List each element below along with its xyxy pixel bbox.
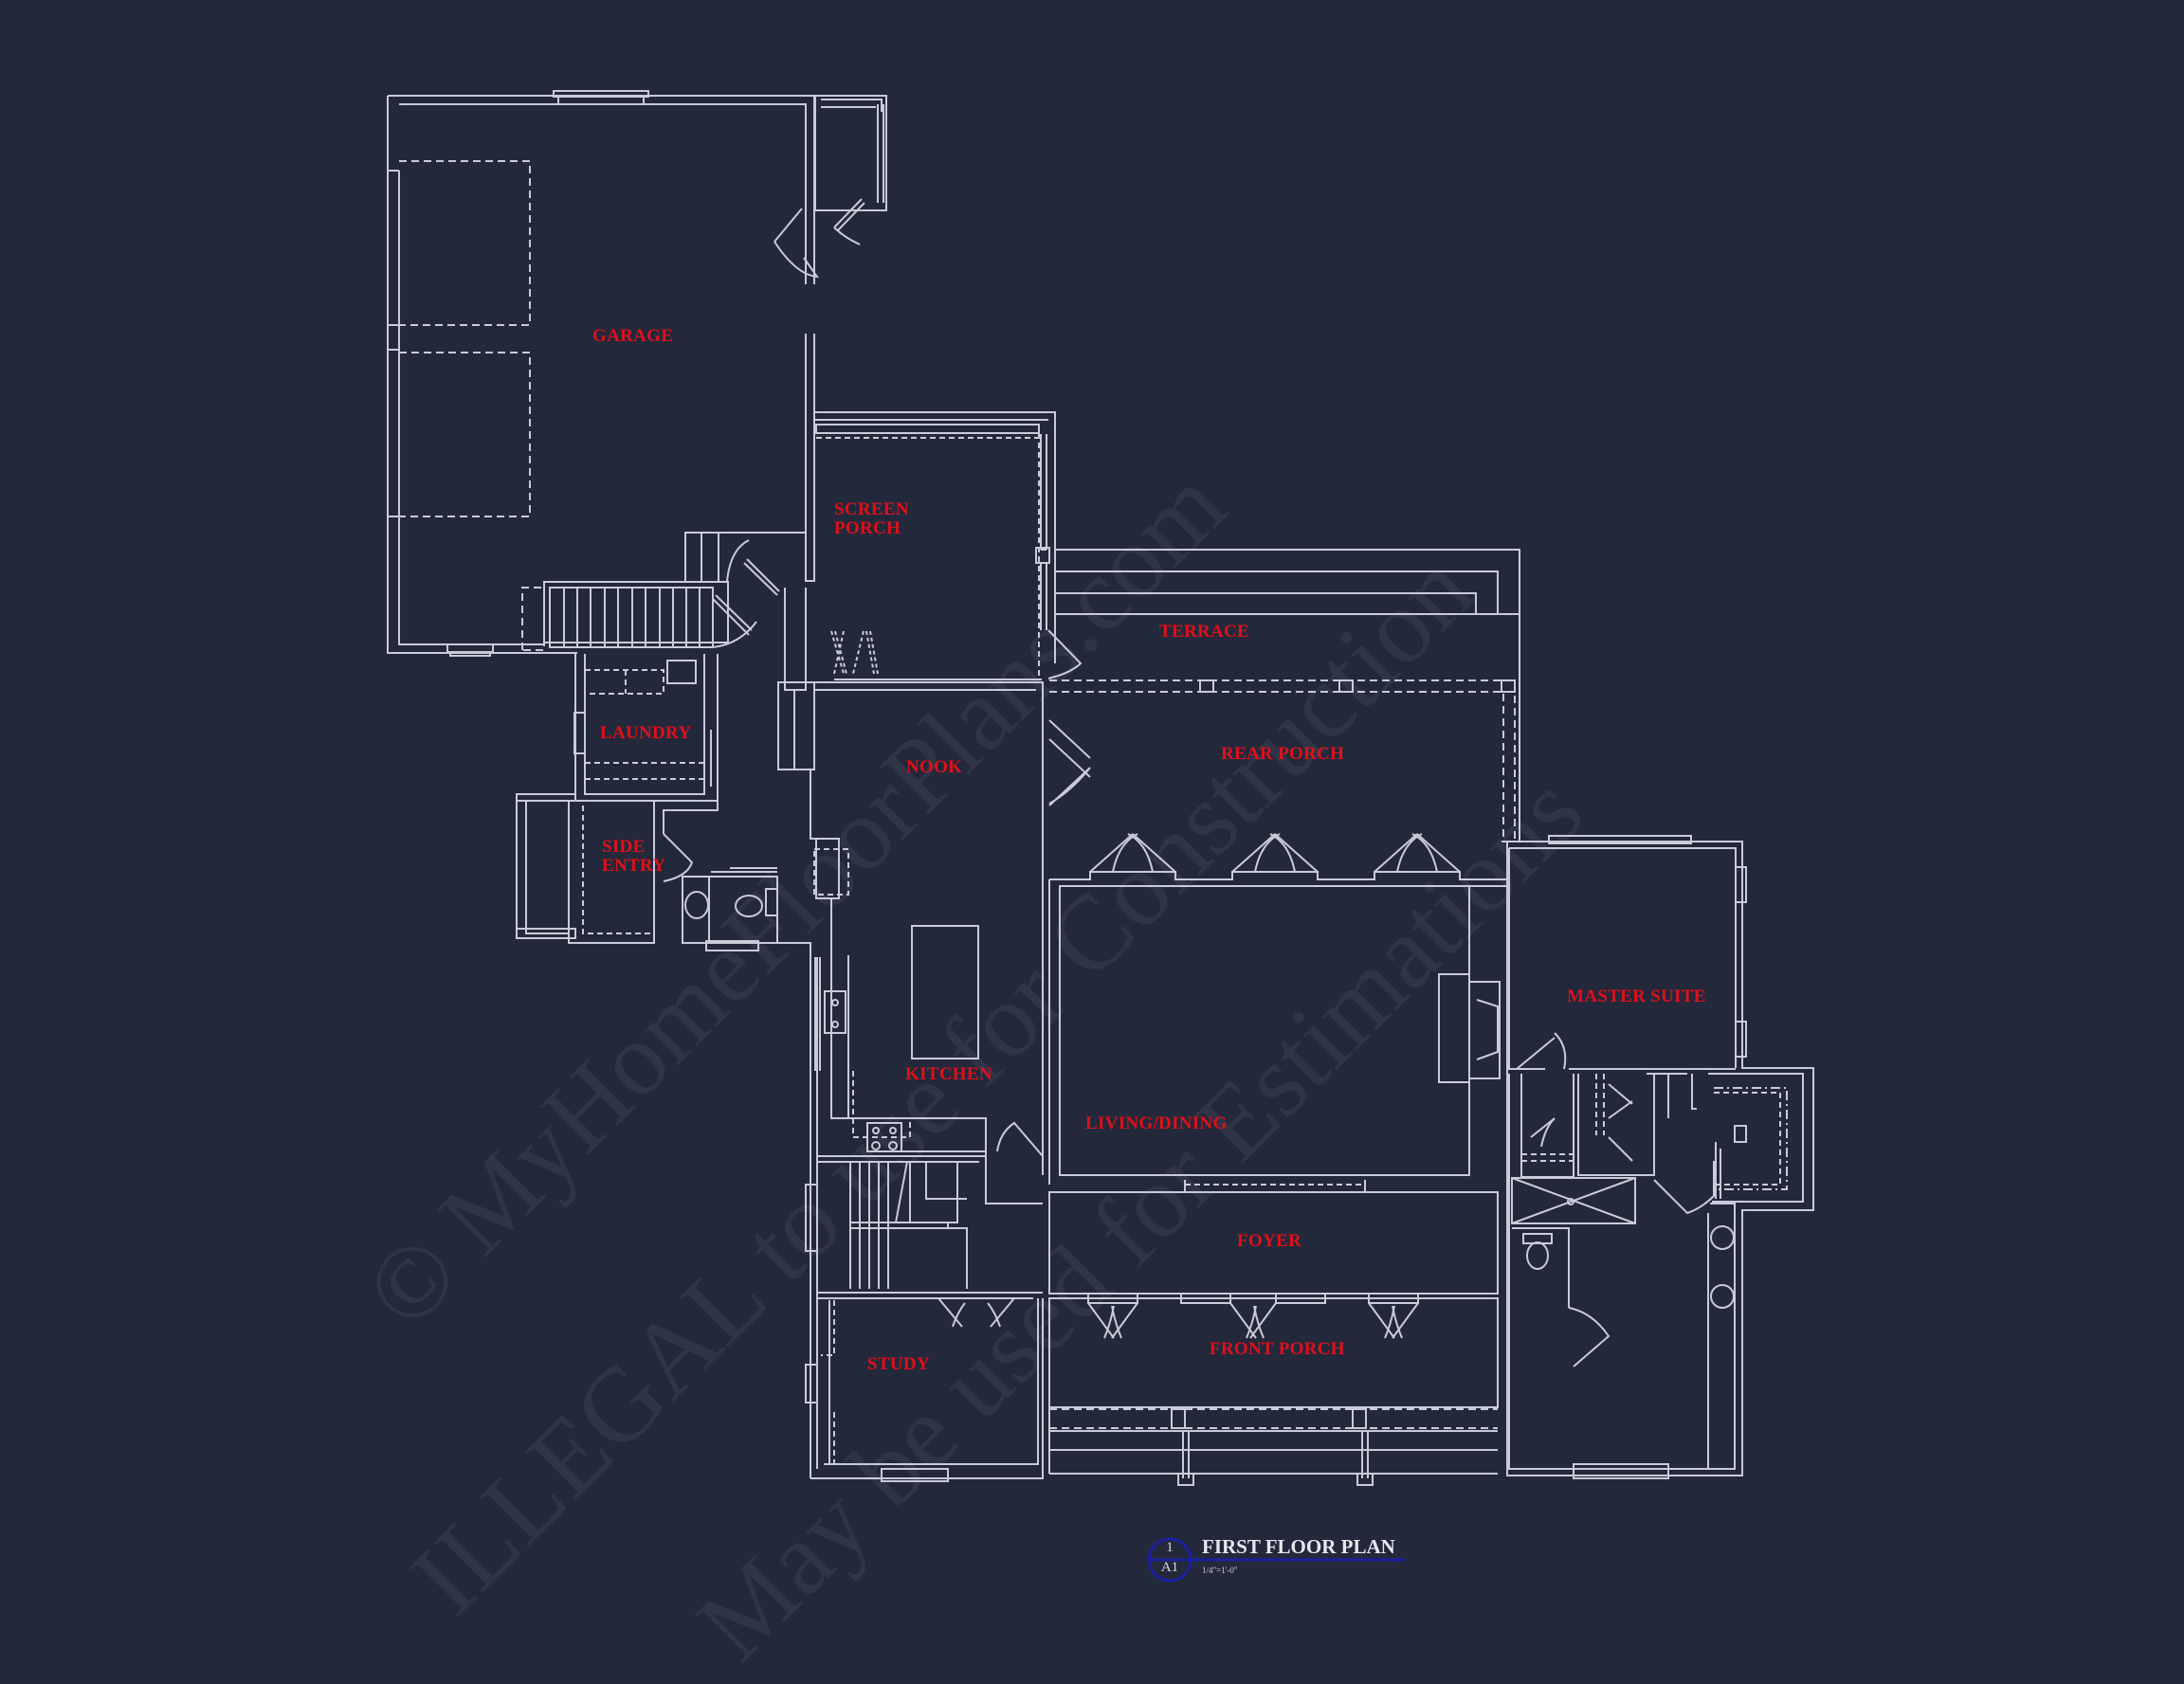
foyer-front-porch	[1048, 1180, 1499, 1486]
room-label-terrace: TERRACE	[1159, 622, 1250, 642]
room-label-nook: NOOK	[906, 757, 963, 777]
floor-plan-drawing	[387, 90, 1814, 1583]
garage-walls	[387, 90, 887, 691]
laundry-side-entry	[516, 654, 811, 957]
rear-porch	[1049, 679, 1516, 842]
room-label-kitchen: KITCHEN	[905, 1064, 992, 1084]
screen-porch-walls	[814, 411, 1083, 683]
room-label-foyer: FOYER	[1237, 1231, 1301, 1251]
drawing-title: FIRST FLOOR PLAN	[1202, 1535, 1395, 1558]
room-label-garage: GARAGE	[592, 326, 674, 346]
room-label-screen-porch: SCREEN PORCH	[834, 499, 909, 538]
stair-study	[805, 957, 1044, 1482]
room-label-front-porch: FRONT PORCH	[1210, 1339, 1345, 1359]
terrace-steps	[1055, 549, 1520, 842]
room-label-side-entry: SIDE ENTRY	[602, 837, 666, 876]
detail-number: 1	[1166, 1540, 1174, 1555]
drawing-scale: 1/4"=1'-0"	[1202, 1566, 1238, 1575]
room-label-rear-porch: REAR PORCH	[1221, 744, 1345, 764]
room-label-living-dining: LIVING/DINING	[1085, 1114, 1228, 1133]
sheet-number: A1	[1160, 1560, 1179, 1575]
master-suite-walls	[1502, 835, 1814, 1479]
detail-bubble	[1147, 1537, 1405, 1583]
room-label-laundry: LAUNDRY	[600, 723, 692, 743]
room-label-master-suite: MASTER SUITE	[1567, 987, 1706, 1006]
room-label-study: STUDY	[867, 1354, 930, 1374]
